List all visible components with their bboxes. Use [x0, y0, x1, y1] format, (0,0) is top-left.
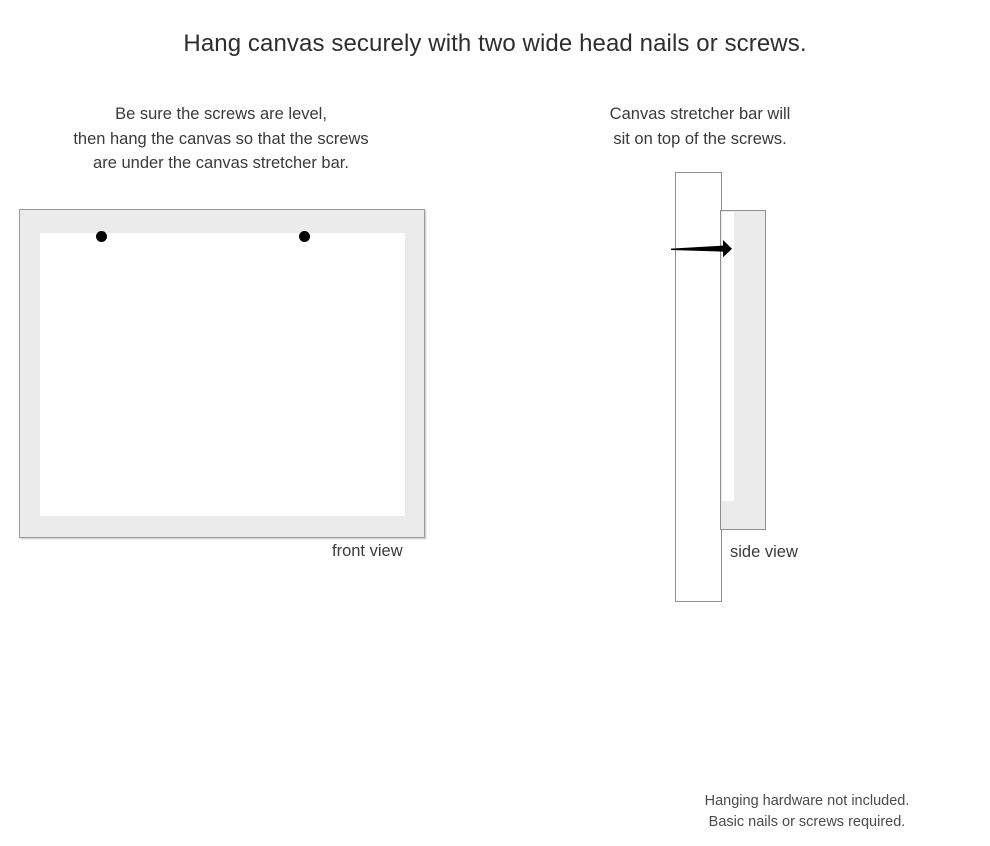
stretcher-bar-cross-section	[720, 210, 766, 530]
page-title: Hang canvas securely with two wide head …	[183, 30, 807, 58]
screw-head-left	[96, 231, 107, 242]
side-view-label: side view	[730, 543, 798, 561]
front-view-caption: Be sure the screws are level, then hang …	[73, 105, 369, 172]
screw-head-right	[299, 231, 310, 242]
canvas-stretcher-frame	[19, 209, 425, 538]
front-view-diagram	[19, 209, 425, 538]
front-view-label: front view	[332, 542, 403, 560]
nail-icon	[671, 240, 732, 258]
hardware-disclaimer: Hanging hardware not included. Basic nai…	[704, 793, 910, 830]
side-view-caption: Canvas stretcher bar will sit on top of …	[609, 105, 791, 148]
side-view-diagram	[671, 172, 795, 604]
canvas-face	[40, 233, 405, 516]
canvas-face-edge	[722, 212, 734, 501]
wall-cross-section	[675, 172, 722, 602]
